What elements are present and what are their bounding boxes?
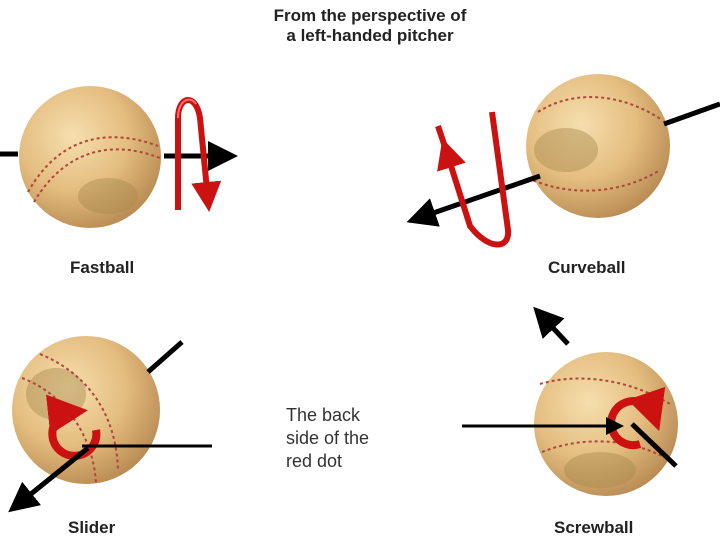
curveball-label: Curveball bbox=[548, 258, 626, 277]
red-dot-note-line-1: The back bbox=[286, 405, 361, 425]
diagram-title-line-1: From the perspective of bbox=[273, 6, 467, 25]
screwball-axis-line bbox=[630, 422, 678, 468]
slider-spin-circle bbox=[45, 394, 101, 460]
slider-illustration bbox=[8, 336, 212, 513]
slider-axis-arrow bbox=[8, 446, 90, 513]
red-dot-note: The back side of the red dot bbox=[286, 404, 369, 473]
screwball-illustration bbox=[462, 306, 678, 496]
curveball-axis-tail bbox=[663, 101, 720, 127]
fastball-backspin-arrow bbox=[175, 97, 222, 212]
curveball-baseball bbox=[526, 74, 670, 218]
slider-axis-tail bbox=[146, 340, 184, 374]
curveball-topspin-arrow bbox=[435, 111, 512, 248]
screwball-baseball bbox=[534, 352, 678, 496]
red-dot-note-line-3: red dot bbox=[286, 451, 343, 471]
fastball-illustration bbox=[0, 86, 238, 228]
fastball-baseball bbox=[19, 86, 161, 228]
slider-baseball bbox=[12, 336, 160, 484]
curveball-illustration bbox=[406, 74, 720, 248]
diagram-title-line-2: a left-handed pitcher bbox=[286, 26, 454, 45]
screwball-motion-arrow bbox=[533, 306, 570, 346]
curveball-axis-arrow bbox=[406, 173, 541, 227]
screwball-spin-circle bbox=[607, 386, 666, 450]
screwball-label: Screwball bbox=[554, 518, 634, 537]
fastball-label: Fastball bbox=[70, 258, 135, 277]
slider-label: Slider bbox=[68, 518, 116, 537]
red-dot-note-line-2: side of the bbox=[286, 428, 370, 448]
